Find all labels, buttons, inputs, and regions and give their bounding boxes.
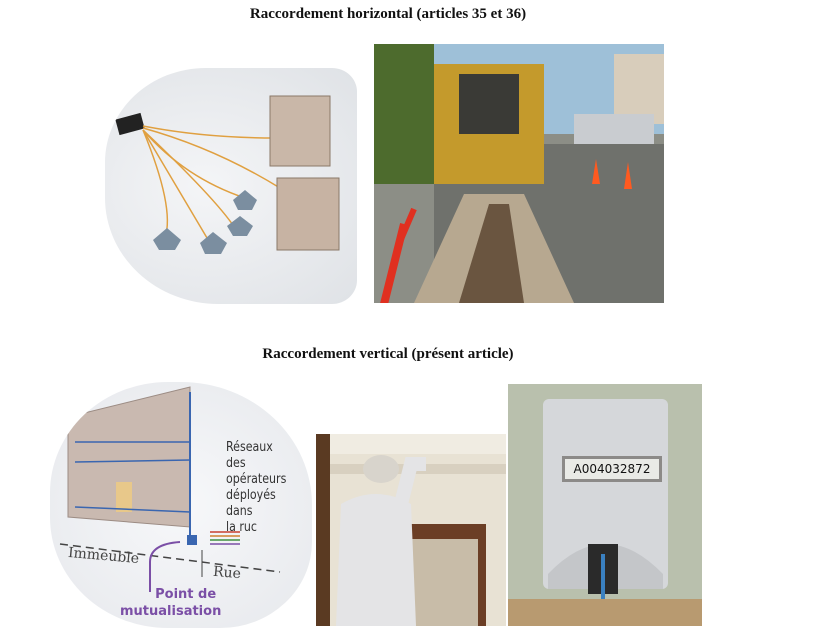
point-label-line: mutualisation <box>120 604 222 619</box>
section-title-vertical: Raccordement vertical (présent article) <box>262 346 514 362</box>
trench-excavation-photo <box>374 44 664 303</box>
technician-photo <box>316 434 506 626</box>
fiber-network-illustration <box>105 68 357 304</box>
networks-label-line: des opérateurs <box>226 456 287 487</box>
networks-label-line: Réseaux <box>226 440 273 455</box>
networks-label-line: la ruc <box>226 520 257 535</box>
networks-label: Réseaux des opérateurs déployés dans la … <box>226 440 299 536</box>
networks-label-line: déployés dans <box>226 488 276 519</box>
mutualisation-point-label: Point de mutualisation <box>120 586 221 620</box>
device-serial-label: A004032872 <box>562 456 662 482</box>
street-label: Rue <box>212 563 242 583</box>
point-label-line: Point de <box>155 587 217 602</box>
optical-outlet-photo: A004032872 <box>508 384 702 626</box>
section-title-horizontal: Raccordement horizontal (articles 35 et … <box>249 6 527 22</box>
vertical-connection-diagram: Réseaux des opérateurs déployés dans la … <box>50 382 312 628</box>
